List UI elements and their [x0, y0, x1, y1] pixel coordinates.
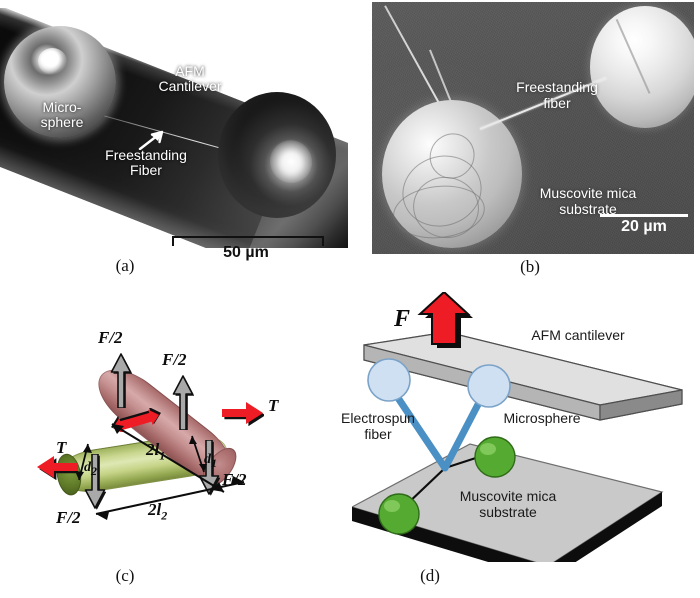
- force-arrow-down-left-icon: [84, 454, 106, 510]
- anchor-sphere-left: [378, 493, 420, 535]
- label-length-2l2: 2l2: [148, 500, 167, 523]
- force-arrow-up-right-icon: [172, 375, 194, 430]
- label-force-F: F: [394, 306, 411, 332]
- panel-d-schematic: F AFM cantilever Electrospun fiber Micro…: [341, 290, 700, 580]
- label-tension-left: T: [56, 438, 67, 457]
- panel-c-free-body-diagram: F/2 F/2 F/2 F/2 T T: [0, 292, 348, 562]
- label-length-2l1-sub: 1: [159, 448, 166, 463]
- caption-b: (b): [520, 257, 540, 276]
- sphere-texture: [615, 18, 650, 94]
- label-length-2l2-sub: 2: [161, 508, 168, 523]
- label-freestanding-fiber: Freestanding Fiber: [105, 147, 187, 179]
- force-arrow-up-left-icon: [110, 353, 132, 408]
- dimension-line-d2: [75, 443, 92, 481]
- panel-a-image: Micro- sphere AFM Cantilever Freestandin…: [0, 8, 348, 248]
- label-force-bottom-left: F/2: [56, 508, 81, 527]
- panel-d-drawing: [350, 290, 683, 580]
- label-length-2l2-base: 2l: [148, 500, 162, 519]
- label-diameter-d1-sub: 1: [211, 455, 217, 470]
- label-muscovite-mica-substrate: Muscovite mica substrate: [459, 488, 557, 521]
- fiber-pointer-arrow-icon: [138, 130, 164, 150]
- scalebar-b-label: 20 µm: [621, 218, 667, 235]
- label-electrospun-fiber: Electrospun fiber: [341, 410, 415, 443]
- panel-b-sem-micrograph: Freestanding fiber Muscovite mica substr…: [372, 2, 694, 254]
- label-diameter-d2-sub: 2: [91, 463, 97, 478]
- caption-c: (c): [115, 566, 135, 585]
- force-arrow-icon: [417, 290, 473, 348]
- label-microsphere: Micro- sphere: [40, 99, 84, 131]
- label-diameter-d1: d1: [204, 452, 217, 471]
- label-force-top-right: F/2: [162, 350, 187, 369]
- scalebar-b-rule: [600, 214, 688, 217]
- double-headed-arrow-icon: [111, 408, 161, 432]
- microsphere-left: [367, 358, 411, 402]
- label-freestanding-fiber: Freestanding fiber: [516, 79, 598, 111]
- microsphere-right: [467, 364, 511, 408]
- dimension-line-d1: [189, 435, 207, 473]
- microsphere-left: [382, 100, 522, 248]
- dimension-line-2l2: [95, 476, 245, 520]
- label-force-top-left: F/2: [98, 328, 123, 347]
- label-afm-cantilever: AFM Cantilever: [158, 63, 222, 95]
- label-diameter-d2-base: d: [84, 460, 91, 475]
- label-tension-right: T: [268, 396, 279, 415]
- microsphere-right: [590, 6, 694, 128]
- microsphere-left: [4, 26, 116, 138]
- label-afm-cantilever: AFM cantilever: [531, 327, 625, 343]
- label-length-2l1: 2l1: [146, 440, 165, 463]
- tension-arrow-left-icon: [37, 456, 78, 480]
- label-microsphere: Microsphere: [503, 410, 581, 426]
- label-diameter-d1-base: d: [204, 452, 211, 467]
- label-length-2l1-base: 2l: [146, 440, 160, 459]
- electrospun-fiber: [386, 382, 489, 472]
- scalebar-a-rule: [172, 236, 324, 246]
- scalebar-a-label: 50 µm: [223, 244, 269, 261]
- microsphere-right: [218, 92, 336, 218]
- label-muscovite-mica-substrate: Muscovite mica substrate: [539, 185, 637, 217]
- label-diameter-d2: d2: [84, 460, 97, 479]
- afm-cantilever: [363, 331, 683, 421]
- anchor-sphere-right: [474, 436, 516, 478]
- panel-a-sem-micrograph: Micro- sphere AFM Cantilever Freestandin…: [0, 8, 348, 261]
- caption-a: (a): [115, 256, 135, 275]
- caption-d: (d): [420, 566, 440, 585]
- tension-arrow-right-icon: [222, 402, 264, 426]
